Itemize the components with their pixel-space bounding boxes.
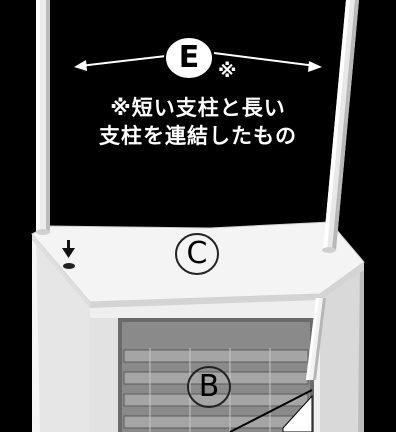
width-arrow xyxy=(74,52,322,72)
note-line-1: ※短い支柱と長い xyxy=(110,96,286,120)
top-shelf xyxy=(31,221,365,308)
callout-pointer xyxy=(229,389,313,432)
pole-right xyxy=(322,0,359,253)
note-line-2: 支柱を連結したもの xyxy=(99,124,297,148)
label-e: E xyxy=(178,40,200,75)
label-b-ring xyxy=(187,366,231,408)
label-e-badge xyxy=(164,36,214,80)
label-c-ring xyxy=(175,233,219,275)
label-c: C xyxy=(186,236,208,271)
arrow-down-icon xyxy=(62,240,75,258)
label-b: B xyxy=(198,369,220,404)
short-post xyxy=(306,298,326,380)
note-mark: ※ xyxy=(218,60,237,82)
pole-left xyxy=(36,0,50,235)
